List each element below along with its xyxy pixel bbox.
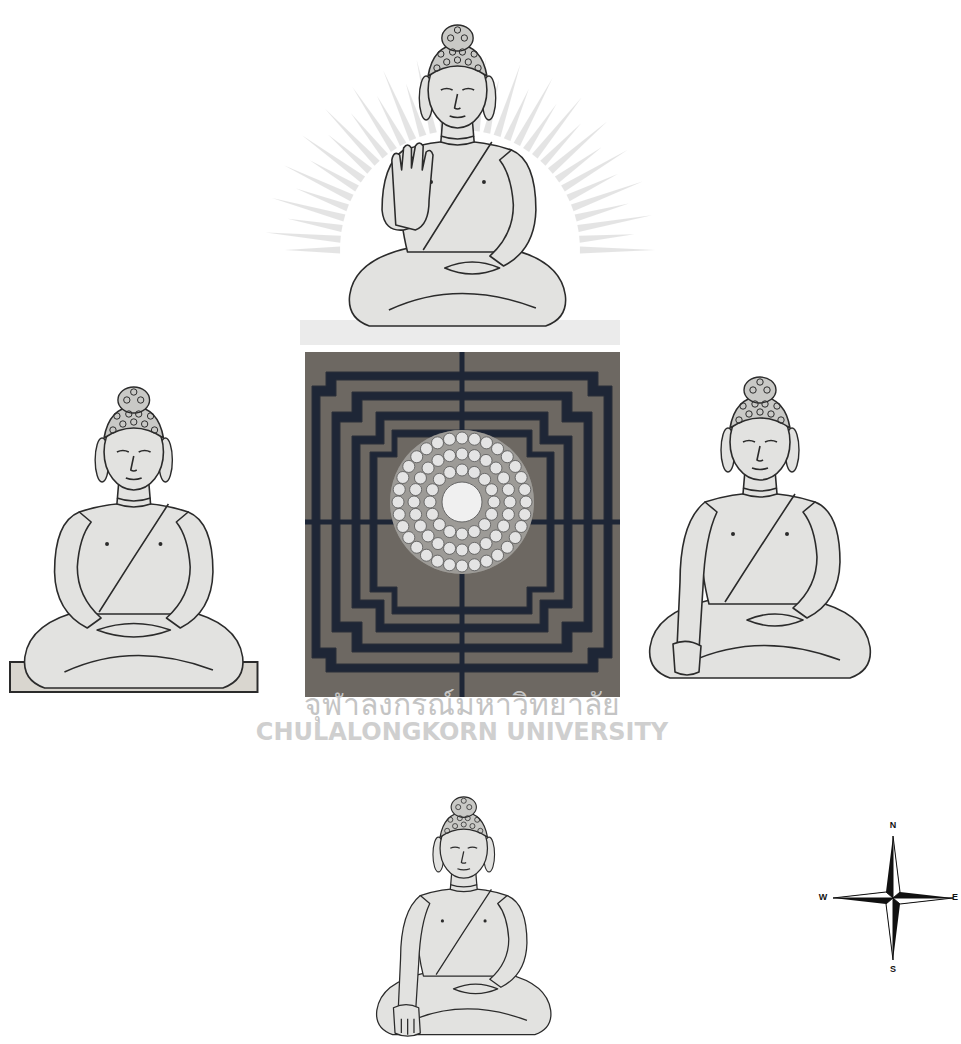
watermark-text: จุฬาลงกรณ์มหาวิทยาลัย xyxy=(304,688,620,721)
borobudur-plan xyxy=(305,352,620,697)
watermark-text: CHULALONGKORN UNIVERSITY xyxy=(256,719,668,745)
buddha-statue xyxy=(650,377,871,678)
compass-letter: N xyxy=(890,821,897,831)
buddha-statue xyxy=(377,797,551,1036)
buddha-statue xyxy=(349,25,565,326)
compass-letter: S xyxy=(890,965,896,975)
compass-rose xyxy=(833,836,953,960)
compass-letter: E xyxy=(952,893,958,903)
compass-letter: W xyxy=(819,893,828,903)
buddha-statue xyxy=(10,387,258,692)
